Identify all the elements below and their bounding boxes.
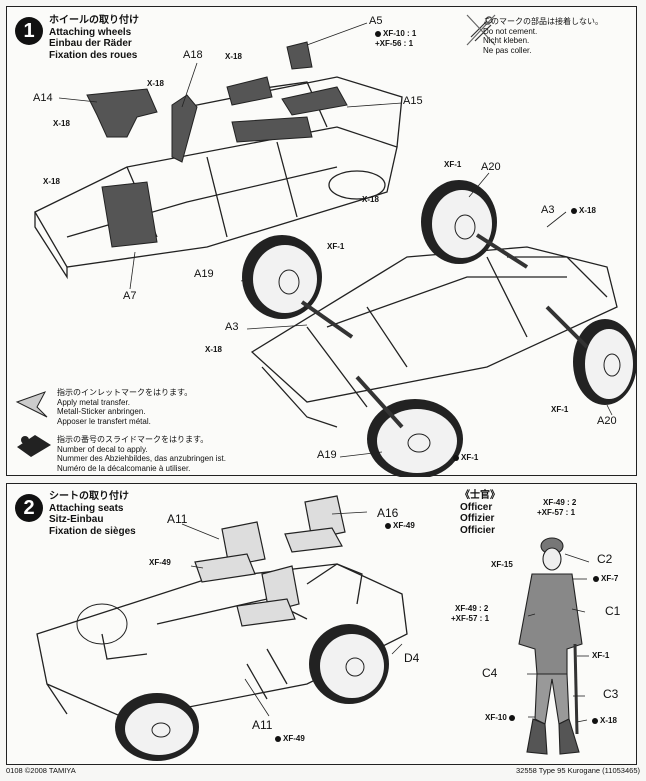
label-c3: C3 xyxy=(603,687,619,701)
paint-cap-1: XF-49 : 2 xyxy=(543,498,577,507)
footer-left: 0108 ©2008 TAMIYA xyxy=(6,766,76,775)
axles xyxy=(300,233,589,429)
officer-fr: Officier xyxy=(460,524,496,536)
title-jp: ホイールの取り付け xyxy=(49,15,139,26)
title-jp: シートの取り付け xyxy=(49,491,129,502)
metal-jp: 指示のインレットマークをはります。 xyxy=(57,388,193,397)
wheel-a20-top xyxy=(421,180,497,264)
label-a20-top: A20 xyxy=(481,161,501,173)
paint-x18: X-18 xyxy=(592,716,617,725)
paint-x18-g: X-18 xyxy=(205,345,222,354)
paint-a5-2: +XF-56 : 1 xyxy=(375,39,414,48)
title-de: Sitz-Einbau xyxy=(49,514,104,525)
step1-illustration xyxy=(15,14,637,477)
title-fr: Fixation des roues xyxy=(49,49,138,61)
step-number: 2 xyxy=(15,494,43,522)
title-en: Attaching wheels xyxy=(49,26,132,38)
decal-jp: 指示の番号のスライドマークをはります。 xyxy=(57,435,209,444)
no-cement-en: Do not cement. xyxy=(483,26,538,36)
label-a3-bottom: A3 xyxy=(225,321,239,333)
paint-x18-a: X-18 xyxy=(225,52,242,61)
paint-x18-d: X-18 xyxy=(43,177,60,186)
wheel-a19-bottom xyxy=(367,399,463,477)
step-number: 1 xyxy=(15,17,43,45)
label-a3-top: A3 xyxy=(541,204,555,216)
no-cement-fr: Ne pas coller. xyxy=(483,45,532,55)
paint-body-1: XF-49 : 2 xyxy=(455,604,489,613)
label-a16: A16 xyxy=(377,506,399,520)
decal-icon xyxy=(17,435,51,457)
paint-x18-f: X-18 xyxy=(571,206,596,215)
label-a15: A15 xyxy=(403,95,423,107)
paint-xf49-b: XF-49 xyxy=(149,558,171,567)
label-a14: A14 xyxy=(33,92,53,104)
wheel-a20-bottom xyxy=(573,319,637,405)
title-en: Attaching seats xyxy=(49,502,124,514)
no-cement-jp: このマークの部品は接着しない。 xyxy=(483,17,603,26)
label-a20-bottom: A20 xyxy=(597,415,617,427)
decal-en: Number of decal to apply. xyxy=(57,444,148,454)
officer-jp: 《士官》 xyxy=(460,490,500,501)
wheel-a19-top xyxy=(242,235,322,319)
step2-wheels xyxy=(76,603,389,761)
label-a5: A5 xyxy=(369,15,383,27)
metal-transfer-note: 指示のインレットマークをはります。 Apply metal transfer. … xyxy=(57,388,192,426)
paint-xf15: XF-15 xyxy=(491,560,513,569)
paint-xf1: XF-1 xyxy=(592,651,610,660)
wheels xyxy=(242,180,637,477)
officer-de: Offizier xyxy=(460,513,495,524)
step2-illustration xyxy=(36,495,590,761)
paint-a5-1: XF-10 : 1 xyxy=(375,29,416,38)
step2-leaders xyxy=(181,511,590,723)
label-c2: C2 xyxy=(597,552,613,566)
officer-en: Officer xyxy=(460,501,493,513)
paint-xf49-a: XF-49 xyxy=(385,521,415,530)
paint-xf1-c: XF-1 xyxy=(551,405,569,414)
paint-xf7: XF-7 xyxy=(593,574,618,583)
label-c1: C1 xyxy=(605,604,621,618)
paint-xf1-b: XF-1 xyxy=(327,242,345,251)
decal-de: Nummer des Abziehbildes, das anzubringen… xyxy=(57,454,226,463)
step-title: シートの取り付け Attaching seats Sitz-Einbau Fix… xyxy=(49,491,136,537)
label-c4: C4 xyxy=(482,666,498,680)
paint-cap-2: +XF-57 : 1 xyxy=(537,508,576,517)
label-a19-bottom: A19 xyxy=(317,449,337,461)
decal-note: 指示の番号のスライドマークをはります。 Number of decal to a… xyxy=(57,435,226,473)
metal-de: Metall-Sticker anbringen. xyxy=(57,407,146,416)
paint-xf10: XF-10 xyxy=(485,713,517,722)
paint-x18-c: X-18 xyxy=(53,119,70,128)
no-cement-icon xyxy=(466,14,496,46)
chassis-right xyxy=(250,246,618,428)
footer-right: 32558 Type 95 Kurogane (11053465) xyxy=(516,766,640,775)
label-a7: A7 xyxy=(123,290,137,302)
step-2-panel: 2 シートの取り付け Attaching seats Sitz-Einbau F… xyxy=(6,483,637,765)
decal-fr: Numéro de la décalcomanie à utiliser. xyxy=(57,463,191,473)
label-d4: D4 xyxy=(404,651,420,665)
label-a11-top: A11 xyxy=(167,512,188,526)
leader-lines xyxy=(58,22,613,458)
paint-xf49-c: XF-49 xyxy=(275,734,305,743)
seats xyxy=(194,495,346,627)
metal-transfer-icon xyxy=(15,391,48,418)
paint-x18-b: X-18 xyxy=(147,79,164,88)
no-cement-note: このマークの部品は接着しない。 Do not cement. Nicht kle… xyxy=(483,17,603,55)
step-title: ホイールの取り付け Attaching wheels Einbau der Rä… xyxy=(49,15,139,61)
metal-fr: Apposer le transfert métal. xyxy=(57,416,151,426)
no-cement-de: Nicht kleben. xyxy=(483,36,530,45)
label-a18: A18 xyxy=(183,49,203,61)
chassis-left xyxy=(34,76,403,280)
officer-title: 《士官》 Officer Offizier Officier xyxy=(460,490,500,536)
step-1-panel: 1 ホイールの取り付け Attaching wheels Einbau der … xyxy=(6,6,637,477)
label-a19-top: A19 xyxy=(194,268,214,280)
paint-xf1-d: XF-1 xyxy=(453,453,478,462)
paint-x18-e: X-18 xyxy=(362,195,379,204)
seat-frames xyxy=(86,41,348,248)
title-fr: Fixation de sièges xyxy=(49,525,136,537)
paint-body-2: +XF-57 : 1 xyxy=(451,614,490,623)
title-de: Einbau der Räder xyxy=(49,38,132,49)
label-a11-bottom: A11 xyxy=(252,718,273,732)
officer-figure xyxy=(518,537,583,755)
paint-xf1-a: XF-1 xyxy=(444,160,462,169)
metal-en: Apply metal transfer. xyxy=(57,397,130,407)
